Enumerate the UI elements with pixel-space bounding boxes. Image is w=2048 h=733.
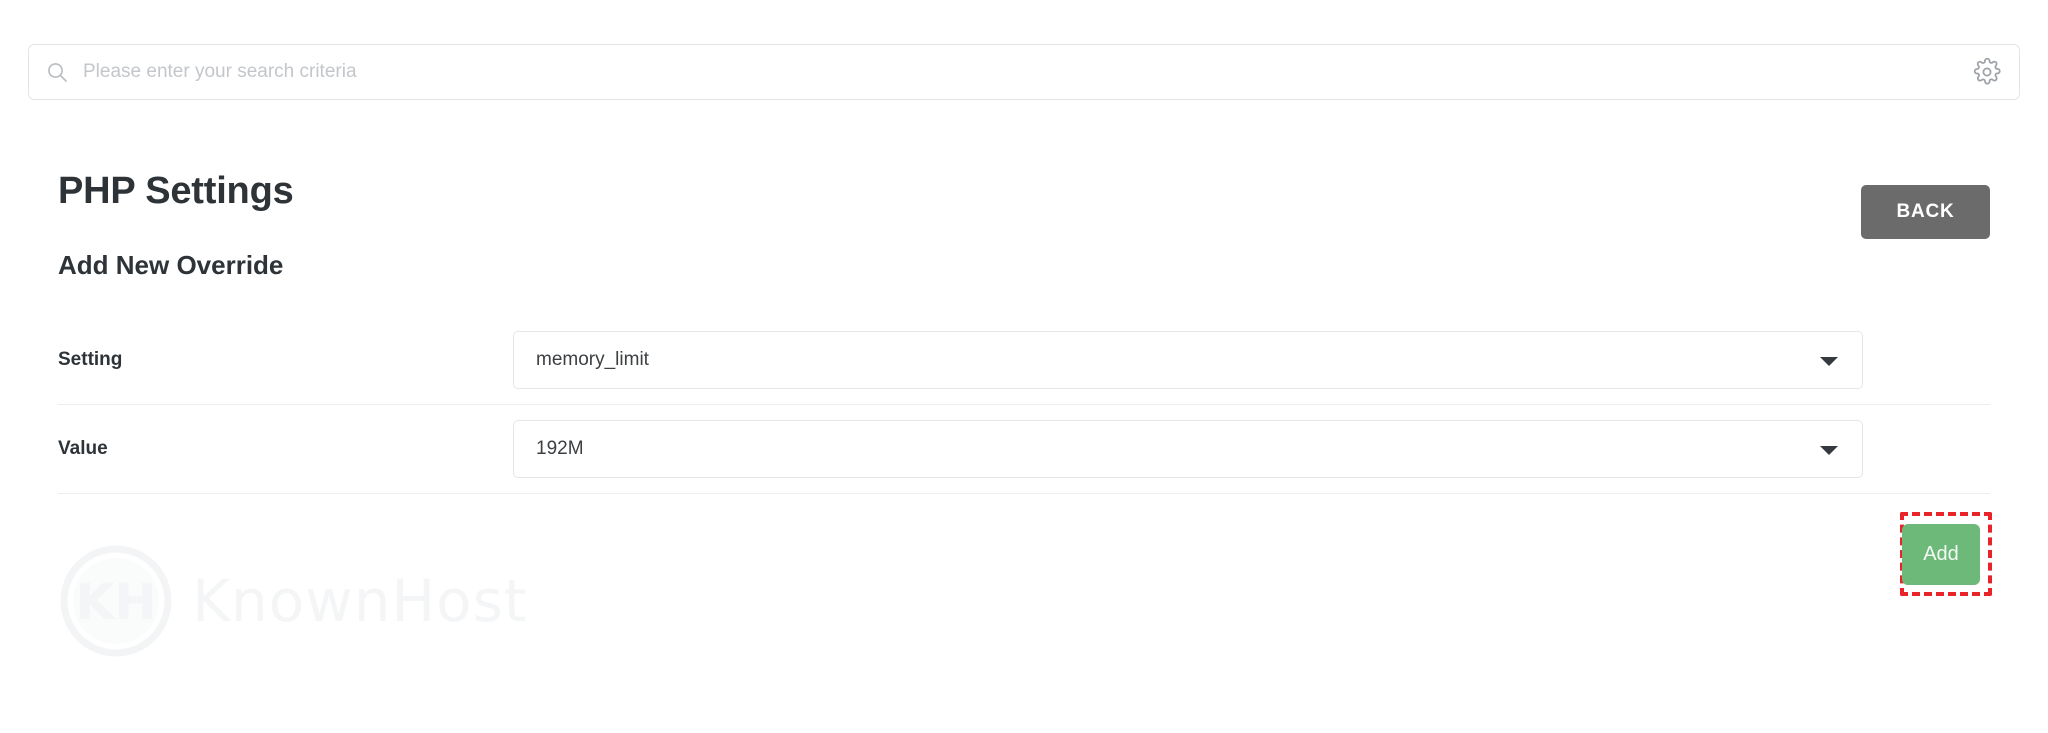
setting-label: Setting — [58, 349, 123, 370]
value-label: Value — [58, 438, 108, 459]
gear-icon[interactable] — [1973, 58, 2001, 86]
global-search-bar[interactable] — [28, 44, 2020, 100]
section-title: Add New Override — [58, 250, 284, 280]
form-actions: Add — [58, 494, 1992, 622]
setting-select[interactable]: memory_limit — [513, 331, 1863, 389]
page-title: PHP Settings — [58, 170, 294, 212]
add-button[interactable]: Add — [1902, 524, 1980, 585]
value-select[interactable]: 192M — [513, 420, 1863, 478]
back-button[interactable]: BACK — [1861, 185, 1990, 239]
search-input[interactable] — [83, 55, 1973, 89]
page-header: PHP Settings BACK — [58, 140, 1990, 240]
form-row-value: Value 192M — [58, 405, 1990, 494]
search-icon — [45, 60, 69, 84]
chevron-down-icon — [1820, 446, 1838, 455]
value-select-wrapper: 192M — [513, 420, 1863, 478]
form-row-setting: Setting memory_limit — [58, 316, 1990, 405]
setting-select-wrapper: memory_limit — [513, 331, 1863, 389]
value-select-value: 192M — [536, 438, 584, 459]
setting-select-value: memory_limit — [536, 349, 649, 370]
chevron-down-icon — [1820, 357, 1838, 366]
add-override-form: Setting memory_limit Value 192M Add — [58, 316, 1992, 622]
main-content: PHP Settings BACK Add New Override Setti… — [58, 140, 1992, 622]
